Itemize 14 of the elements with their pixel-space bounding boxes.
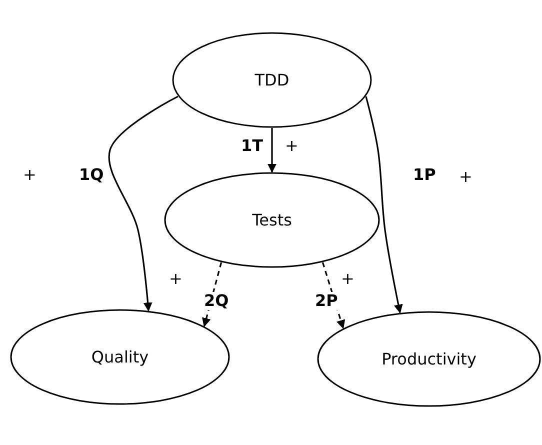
ellipse-node <box>317 311 541 407</box>
node-label: TDD <box>254 70 290 90</box>
ellipse-node <box>172 32 372 128</box>
edge-label: 1Q <box>78 166 105 184</box>
node-label: Productivity <box>382 350 476 368</box>
node-label: Tests <box>252 210 292 230</box>
arrow <box>268 128 276 173</box>
node-label: Quality <box>91 348 149 366</box>
ellipse-node <box>164 172 380 268</box>
arrow <box>365 96 403 314</box>
ellipse-node <box>10 309 230 405</box>
edge-label: 2Q <box>203 292 230 310</box>
arrow <box>108 96 178 312</box>
edge-label: 2P <box>314 292 339 310</box>
